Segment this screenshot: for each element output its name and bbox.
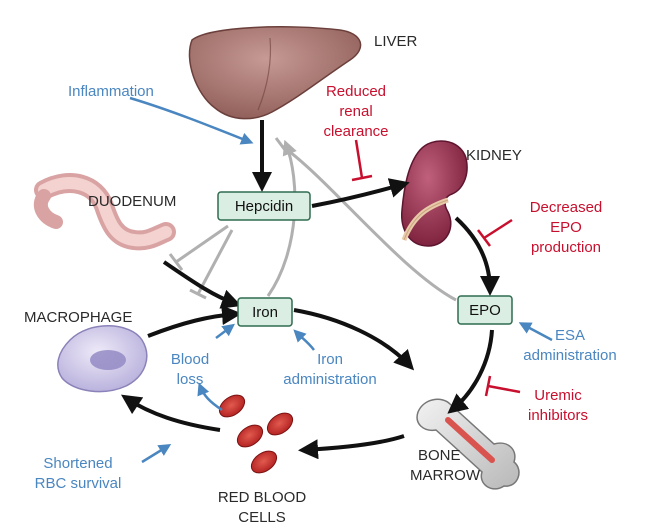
epo-to-hepcidin-inhibition: [281, 144, 457, 302]
liver-label: LIVER: [374, 33, 418, 50]
duodenum-to-iron-arrow: [162, 260, 242, 309]
liver-illustration: [188, 26, 362, 120]
inflammation-label: Inflammation: [68, 83, 154, 100]
epo-production-label-line3: production: [531, 239, 601, 256]
esa-label-line1: ESA: [555, 327, 585, 344]
blood-loss-label-line2: loss: [177, 371, 204, 388]
hepcidin-node: Hepcidin: [217, 191, 311, 221]
rbc-label-line1: RED BLOOD: [218, 489, 307, 506]
esa-arrow: [518, 322, 553, 342]
epo-to-bone-marrow-arrow: [447, 329, 494, 414]
epo-label: EPO: [469, 302, 501, 319]
epo-production-inhibit: [483, 218, 513, 240]
duodenum-label: DUODENUM: [88, 193, 176, 210]
blue-factor-arrows: [129, 96, 553, 464]
hepcidin-to-iron-inhibit-macrophage: [196, 229, 234, 295]
renal-clearance-label-line2: renal: [339, 103, 372, 120]
inflammation-arrow: [129, 96, 254, 145]
red-inhibition-lines: [351, 139, 521, 397]
hepcidin-to-kidney-arrow: [311, 178, 410, 208]
iron-label: Iron: [252, 304, 278, 321]
bone-marrow-label-line2: MARROW: [410, 467, 481, 484]
shortened-rbc-label-line1: Shortened: [43, 455, 112, 472]
blood-loss-arrow: [215, 323, 235, 339]
renal-clearance-label-line1: Reduced: [326, 83, 386, 100]
rbc-to-blood-loss-arrow: [197, 382, 223, 412]
epo-node: EPO: [457, 295, 513, 325]
uremic-inhibit: [487, 384, 521, 394]
rbc-to-macrophage-arrow: [121, 394, 221, 432]
macrophage-to-iron-arrow: [147, 305, 242, 338]
duodenum-illustration: [33, 173, 176, 251]
kidney-illustration: [401, 140, 468, 247]
renal-clearance-label-line3: clearance: [323, 123, 388, 140]
shortened-rbc-arrow: [141, 444, 172, 464]
rbc-label-line2: CELLS: [238, 509, 286, 526]
iron-admin-label-line1: Iron: [317, 351, 343, 368]
iron-admin-label-line2: administration: [283, 371, 376, 388]
esa-label-line2: administration: [523, 347, 616, 364]
shortened-rbc-label-line2: RBC survival: [35, 475, 122, 492]
macrophage-label: MACROPHAGE: [24, 309, 132, 326]
iron-to-bone-marrow-arrow: [293, 308, 415, 371]
uremic-label-line2: inhibitors: [528, 407, 588, 424]
black-flow-paths: [121, 120, 500, 460]
blood-loss-label-line1: Blood: [171, 351, 209, 368]
macrophage-illustration: [57, 325, 148, 393]
kidney-to-epo-arrow: [454, 216, 500, 296]
uremic-label-line1: Uremic: [534, 387, 582, 404]
bone-marrow-to-rbc-arrow: [298, 434, 405, 460]
epo-production-label-line2: EPO: [550, 219, 582, 236]
kidney-label: KIDNEY: [466, 147, 522, 164]
hepcidin-to-iron-inhibit-duodenum: [175, 224, 229, 264]
epo-production-label-line1: Decreased: [530, 199, 603, 216]
iron-node: Iron: [237, 297, 293, 327]
bone-marrow-label-line1: BONE: [418, 447, 461, 464]
iron-admin-arrow: [293, 329, 315, 351]
hepcidin-label: Hepcidin: [235, 198, 293, 215]
renal-clearance-inhibit: [354, 139, 364, 179]
red-blood-cells-illustration: [218, 394, 294, 474]
